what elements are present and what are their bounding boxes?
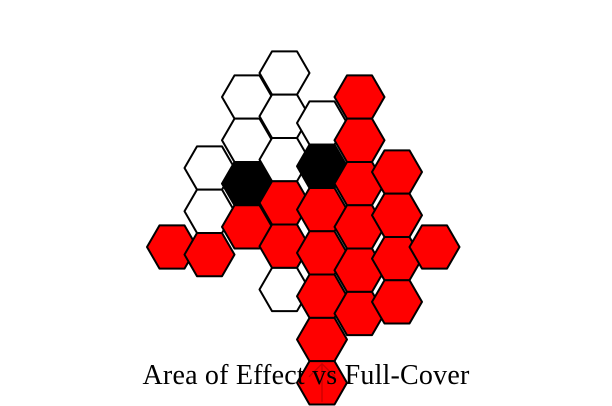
diagram-caption: Area of Effect vs Full-Cover [142,360,470,391]
hex-cell-white [258,266,311,313]
hex-cell-red [408,224,461,270]
hex-cell-red [333,74,386,120]
hex-cell-red [371,279,423,325]
hex-cell-red [296,316,348,363]
hex-cell-red [183,231,236,278]
hex-cell-red [221,204,273,250]
up-arrow-icon [308,362,336,402]
hex-cell-red [146,224,198,270]
